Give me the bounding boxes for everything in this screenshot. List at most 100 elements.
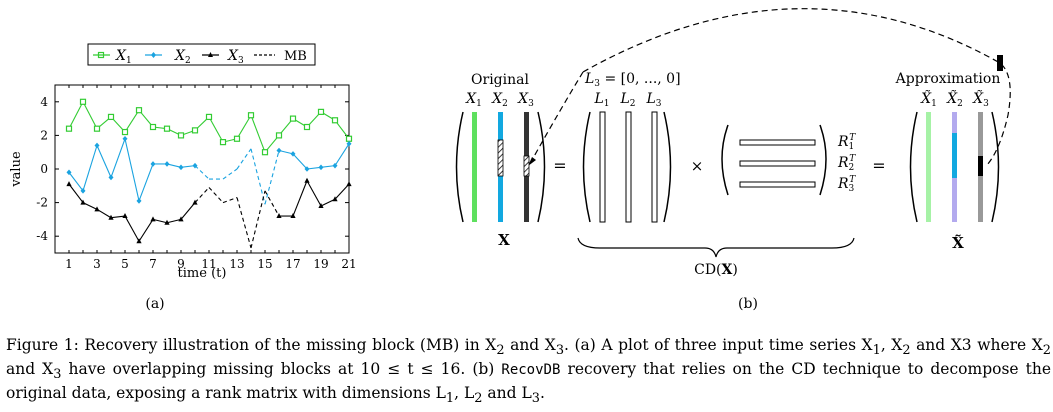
caption-text: and X [504,336,556,354]
data-point [261,149,269,156]
svg-text:X1: X1 [465,91,482,109]
x-tick-label: 11 [201,257,216,271]
equals-sign-2: = [872,156,885,175]
x-tick-label: 7 [149,257,157,271]
original-column-labels: X1 X2 X3 [465,91,534,109]
x-tick-label: 19 [313,257,328,271]
series-segment [68,172,84,192]
series-segment [320,198,336,207]
x-tick-label: 21 [341,257,356,271]
data-point [205,113,213,121]
data-point [94,206,100,212]
svg-text:L2: L2 [619,91,635,109]
data-point [164,161,170,167]
figure-caption: Figure 1: Recovery illustration of the m… [6,336,1051,408]
series-layer [65,98,353,249]
original-label: Original [471,72,529,88]
col-l3 [651,111,658,223]
series-x1 [65,98,353,156]
svg-text:X2: X2 [491,91,508,109]
series-segment [334,183,350,200]
row-r2 [739,160,816,167]
caption-sub: 3 [555,343,565,359]
caption-code: RecovDB [501,362,561,379]
caption-text: and L [482,384,532,403]
series-segment [124,215,140,242]
series-segment [334,143,350,166]
col-x1 [472,112,477,222]
y-axis-label: value [9,151,24,188]
data-point [317,108,325,115]
dashed-arc-arrow [582,8,1011,166]
x-tick-label: 3 [93,257,101,271]
data-point [108,174,114,181]
subfig-b-label: (b) [738,296,758,312]
x-tick-label: 9 [177,257,185,271]
data-point [346,141,352,147]
legend-x1-marker [97,51,105,59]
recovery-diagram: Original X1 X2 X3 X = L3 = [0, ..., 0] L… [455,8,1011,312]
caption-text: recovery that relies on the CD technique… [6,360,1051,403]
data-point [149,123,157,131]
approx-right-paren [991,111,1000,223]
r-left-paren [721,124,729,196]
r-right-paren [819,124,827,196]
svg-text:R3T: R3T [837,175,856,194]
approx-block-marker [997,55,1003,71]
caption-text: Recovery illustration of the missing blo… [84,336,497,354]
series-segment [82,101,98,129]
series-segment [194,187,210,203]
data-point [65,125,73,132]
series-segment [236,114,252,140]
data-point [233,135,241,142]
data-point [135,107,143,114]
y-tick-label: 2 [40,128,48,142]
caption-sub: 3 [531,391,541,407]
data-point [247,112,255,119]
data-point [122,135,128,142]
series-segment [222,168,238,180]
series-segment [180,165,196,168]
data-point [178,216,184,222]
series-segment [222,197,238,204]
data-point [331,117,339,124]
y-tick-label: 4 [40,95,48,109]
data-point [94,142,100,149]
series-segment [124,138,140,202]
series-segment [194,165,210,180]
caption-text: . [540,384,545,403]
series-segment [306,180,322,207]
x2-missing-block [497,139,504,177]
caption-sub: 1 [445,391,455,407]
series-segment [96,208,112,219]
caption-text: . (a) A plot of three input time series … [564,336,873,354]
svg-text:R2T: R2T [837,154,856,173]
svg-text:X̃1: X̃1 [920,89,937,109]
svg-text:X̃3: X̃3 [972,89,989,109]
data-point [122,213,128,219]
caption-sub: 2 [1042,343,1051,359]
data-point [192,199,198,205]
series-segment [138,219,154,242]
x-tick-label: 1 [65,257,73,271]
approx-left-paren [909,111,918,223]
chart-legend: X1 X2 X3 MB [87,43,316,66]
svg-text:X̃2: X̃2 [946,89,963,109]
series-segment [208,116,224,143]
series-segment [264,190,280,217]
data-point [80,199,86,205]
data-point [275,132,283,139]
data-point [178,164,184,171]
matrix-xtilde-label: X̃ [952,234,964,252]
data-point [276,213,282,219]
data-point [219,139,227,146]
series-segment [110,138,126,178]
data-point [150,161,156,167]
data-point [79,98,87,105]
caption-text: and X3 where X [910,336,1043,354]
data-point [136,198,142,204]
